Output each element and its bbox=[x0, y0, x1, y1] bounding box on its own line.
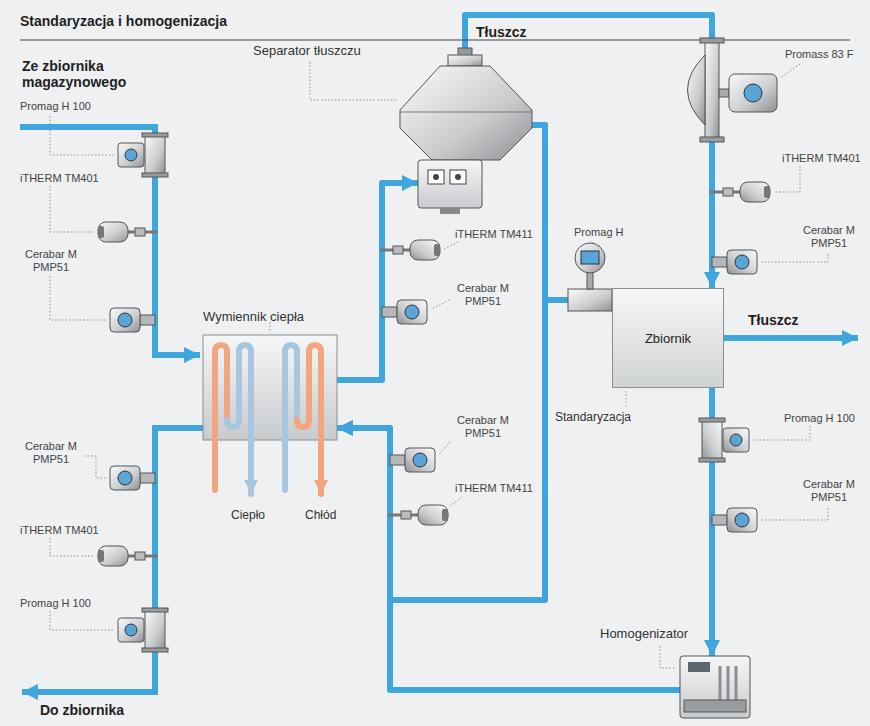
thermometer bbox=[710, 182, 770, 202]
pressure-sensor bbox=[110, 466, 155, 490]
separator-node: Separator tłuszczu bbox=[418, 55, 532, 210]
instrument-label: iTHERM TM411 bbox=[455, 482, 533, 495]
title-rule bbox=[20, 40, 850, 41]
diagram-title: Standaryzacja i homogenizacja bbox=[20, 13, 227, 29]
outlet-pipe bbox=[22, 428, 203, 692]
homogenizer-node: Homogenizator bbox=[680, 656, 750, 718]
pressure-sensor bbox=[390, 448, 435, 472]
homogenizer bbox=[680, 656, 750, 718]
pipe-connector bbox=[337, 428, 680, 690]
pressure-sensor bbox=[382, 300, 427, 324]
instrument-label: Cerabar M PMP51 bbox=[452, 282, 514, 308]
thermometer bbox=[388, 505, 448, 525]
instrument-label: Cerabar M PMP51 bbox=[798, 224, 860, 250]
stream-label: Do zbiornika bbox=[40, 702, 124, 718]
instrument-label: Promass 83 F bbox=[785, 48, 853, 61]
pipe-connector bbox=[337, 125, 545, 600]
flowmeter bbox=[568, 243, 612, 311]
pressure-sensor bbox=[110, 308, 155, 332]
note-label: Ciepło bbox=[231, 508, 265, 522]
stream-label: Ze zbiornika magazynowego bbox=[22, 58, 152, 90]
pipe-connector bbox=[337, 183, 418, 380]
pipes bbox=[20, 127, 858, 692]
thermometer bbox=[98, 222, 158, 242]
pressure-sensor bbox=[712, 250, 757, 274]
fat-outlet-pipe bbox=[724, 335, 858, 341]
instrument-label: Cerabar M PMP51 bbox=[798, 478, 860, 504]
node-label: Separator tłuszczu bbox=[253, 43, 361, 58]
fat-separator bbox=[400, 48, 532, 214]
thermometer bbox=[380, 240, 440, 260]
thermometer bbox=[98, 546, 158, 566]
note-label: Chłód bbox=[305, 508, 336, 522]
stream-label: Tłuszcz bbox=[748, 312, 799, 328]
instrument-label: iTHERM TM401 bbox=[20, 524, 99, 537]
flowmeter bbox=[118, 133, 168, 177]
flowmeter bbox=[699, 418, 749, 462]
flowmeter bbox=[118, 608, 168, 652]
instrument-label: Promag H 100 bbox=[20, 100, 91, 113]
heat-exchanger bbox=[203, 335, 337, 494]
heat-exchanger-node: Wymiennik ciepła bbox=[203, 335, 337, 440]
stream-label: Tłuszcz bbox=[476, 24, 527, 40]
instrument-label: Cerabar M PMP51 bbox=[20, 248, 82, 274]
node-label: Zbiornik bbox=[645, 331, 691, 346]
instrument-label: Cerabar M PMP51 bbox=[20, 440, 82, 466]
tank-box: Zbiornik bbox=[612, 288, 724, 388]
coriolis-flowmeter bbox=[688, 38, 778, 142]
instrument-label: Promag H 100 bbox=[20, 597, 91, 610]
node-label: Wymiennik ciepła bbox=[203, 309, 337, 324]
node-label: Homogenizator bbox=[600, 626, 688, 641]
instrument-label: Promag H bbox=[574, 226, 624, 239]
instrument-label: Cerabar M PMP51 bbox=[452, 414, 514, 440]
inlet-pipe bbox=[20, 127, 200, 355]
pressure-sensor bbox=[712, 508, 757, 532]
instrument-label: Promag H 100 bbox=[784, 412, 855, 425]
instrument-label: iTHERM TM411 bbox=[455, 228, 533, 241]
note-label: Standaryzacja bbox=[555, 410, 631, 424]
instrument-label: iTHERM TM401 bbox=[20, 172, 99, 185]
instrument-label: iTHERM TM401 bbox=[782, 152, 861, 165]
leader-lines bbox=[50, 62, 828, 668]
